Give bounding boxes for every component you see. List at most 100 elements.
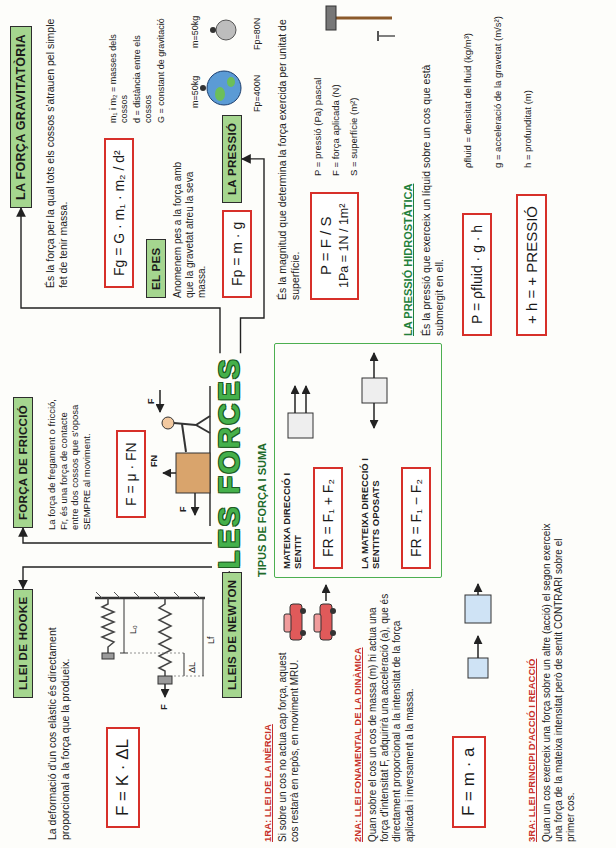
person-body — [174, 423, 196, 425]
wall-hatch — [174, 592, 180, 598]
title-text: LES FORCES — [212, 353, 247, 573]
dimension-label: L₀ — [128, 625, 139, 634]
car-body — [320, 604, 332, 640]
formula-box: Fg = G · m₁ · m₂ / d² — [104, 138, 134, 288]
node-text: LA FORÇA GRAVITATÒRIA — [14, 34, 28, 200]
force-arrow — [373, 353, 375, 378]
force-box — [362, 378, 387, 403]
car-top — [314, 614, 321, 632]
formula-box: P = F / S1Pa = 1N / 1m² — [310, 192, 359, 300]
wall-line — [95, 597, 205, 600]
body-text: És la magnitud que determina la força ex… — [276, 10, 302, 300]
node-text: LLEI DE HOOKE — [17, 597, 29, 690]
car-wheel — [330, 608, 336, 614]
law-heading: 2NA: LLEI FONAMENTAL DE LA DINÀMICA — [352, 647, 364, 842]
dimension-line — [184, 653, 185, 676]
node-text: LA PRESSIÓ — [226, 123, 238, 195]
node-text: Fp = m · g — [229, 222, 245, 286]
force-label: F — [178, 507, 189, 513]
formula-box: FR = F₁ − F₂ — [401, 467, 431, 569]
topic-box: LA PRESSIÓ — [222, 115, 242, 203]
weight-label: Fp=400N — [252, 75, 263, 112]
pushed-box — [176, 453, 210, 493]
topic-box: FORÇA DE FRICCIÓ — [13, 397, 33, 528]
earth-land — [215, 87, 225, 101]
topic-box: EL PES — [146, 240, 166, 299]
node-text: FR = F₁ − F₂ — [408, 479, 424, 557]
group-subheading: MATEIXA DIRECCIÓ I SENTIT — [281, 464, 304, 569]
mass-block — [468, 658, 488, 678]
node-text: F = K · ΔL — [113, 739, 133, 816]
node-text: LES FORCES — [212, 357, 247, 569]
dimension-tick — [120, 653, 128, 654]
mass-dot — [200, 85, 206, 91]
person-leg — [196, 425, 210, 433]
normal-arrow — [163, 472, 176, 474]
node-text: 1Pa = 1N / 1m² — [336, 204, 353, 288]
force-arrow — [477, 584, 479, 595]
connector-arrow — [23, 528, 212, 543]
dimension-label: Lf — [206, 636, 217, 644]
nail-symbol — [378, 35, 395, 37]
law-heading: 1RA: LLEI DE LA INÈRCIA — [262, 724, 274, 842]
person-head — [162, 417, 174, 429]
law-heading: 3RA: LLEI PRINCIPI D'ACCIÓ I REACCIÓ — [526, 659, 538, 842]
spring-stretched — [159, 598, 171, 676]
force-label: FN — [149, 455, 160, 467]
mass-label: m=50kg — [190, 76, 201, 108]
force-label: F — [158, 704, 170, 710]
car-wheel — [300, 630, 306, 636]
moon-symbol — [216, 20, 236, 40]
body-text: És la pressió que exerceix un líquid sob… — [420, 16, 446, 336]
node-text: P = F / S — [316, 204, 336, 288]
car-top — [284, 614, 291, 632]
body-text: És la força per la qual tots els cossos … — [44, 18, 70, 288]
force-arrow — [477, 636, 479, 658]
force-label: F — [146, 399, 157, 405]
legend-note: S = superfície (m²) — [348, 51, 360, 176]
group-heading: TIPUS DE FORÇA I SUMA — [256, 443, 269, 577]
mass-dot — [210, 27, 216, 33]
topic-box: LLEIS DE NEWTON — [222, 572, 242, 698]
force-arrow — [164, 684, 166, 697]
car-wheel — [330, 630, 336, 636]
legend-note: P = pressió (Pa) pascal — [312, 51, 324, 176]
person-leg — [196, 416, 210, 425]
guide-line — [174, 676, 205, 677]
legend-note: g = acceleració de la gravetat (m/s²) — [492, 8, 504, 168]
force-arrow — [373, 403, 375, 428]
legend-note: h = profunditat (m) — [522, 8, 534, 168]
legend-note: d = distància entre els cossos — [132, 8, 154, 123]
node-text: FORÇA DE FRICCIÓ — [17, 405, 29, 520]
topic-box: LLEI DE HOOKE — [13, 589, 33, 698]
friction-arrow — [194, 493, 196, 515]
node-text: F = μ · FN — [123, 442, 139, 506]
wall-hatch — [96, 592, 102, 598]
node-text: F = m · a — [459, 748, 479, 816]
spring-end — [158, 676, 172, 684]
legend-note: m₁ i m₂ = masses dels cossos — [108, 8, 130, 123]
mass-label: m=50kg — [190, 16, 201, 48]
node-text: P = ρfluid · g · h — [469, 225, 485, 324]
section-heading: LA PRESSIÓ HIDROSTÀTICA — [402, 184, 415, 336]
dimension-line — [124, 598, 125, 653]
body-text: Quan un cos exerceix una força sobre un … — [541, 522, 578, 842]
person-arm — [182, 424, 186, 452]
legend-note: F = força aplicada (N) — [330, 51, 342, 176]
wall-hatch — [154, 592, 160, 598]
node-text: FR = F₁ + F₂ — [320, 479, 336, 557]
node-text: Fg = G · m₁ · m₂ / d² — [111, 150, 127, 276]
car-wheel — [300, 608, 306, 614]
guide-line — [130, 653, 186, 654]
car-body — [290, 604, 302, 640]
node-text: EL PES — [150, 248, 162, 291]
motion-arrow — [325, 585, 327, 601]
push-arrow — [159, 390, 161, 412]
hammer-handle — [336, 17, 392, 20]
hammer-head — [326, 6, 336, 30]
topic-box: LA FORÇA GRAVITATÒRIA — [10, 26, 32, 208]
force-arrow — [294, 386, 296, 413]
dimension-line — [203, 598, 204, 676]
wall-hatch — [134, 592, 140, 598]
node-text: + h = + PRESSIÓ — [523, 206, 540, 324]
